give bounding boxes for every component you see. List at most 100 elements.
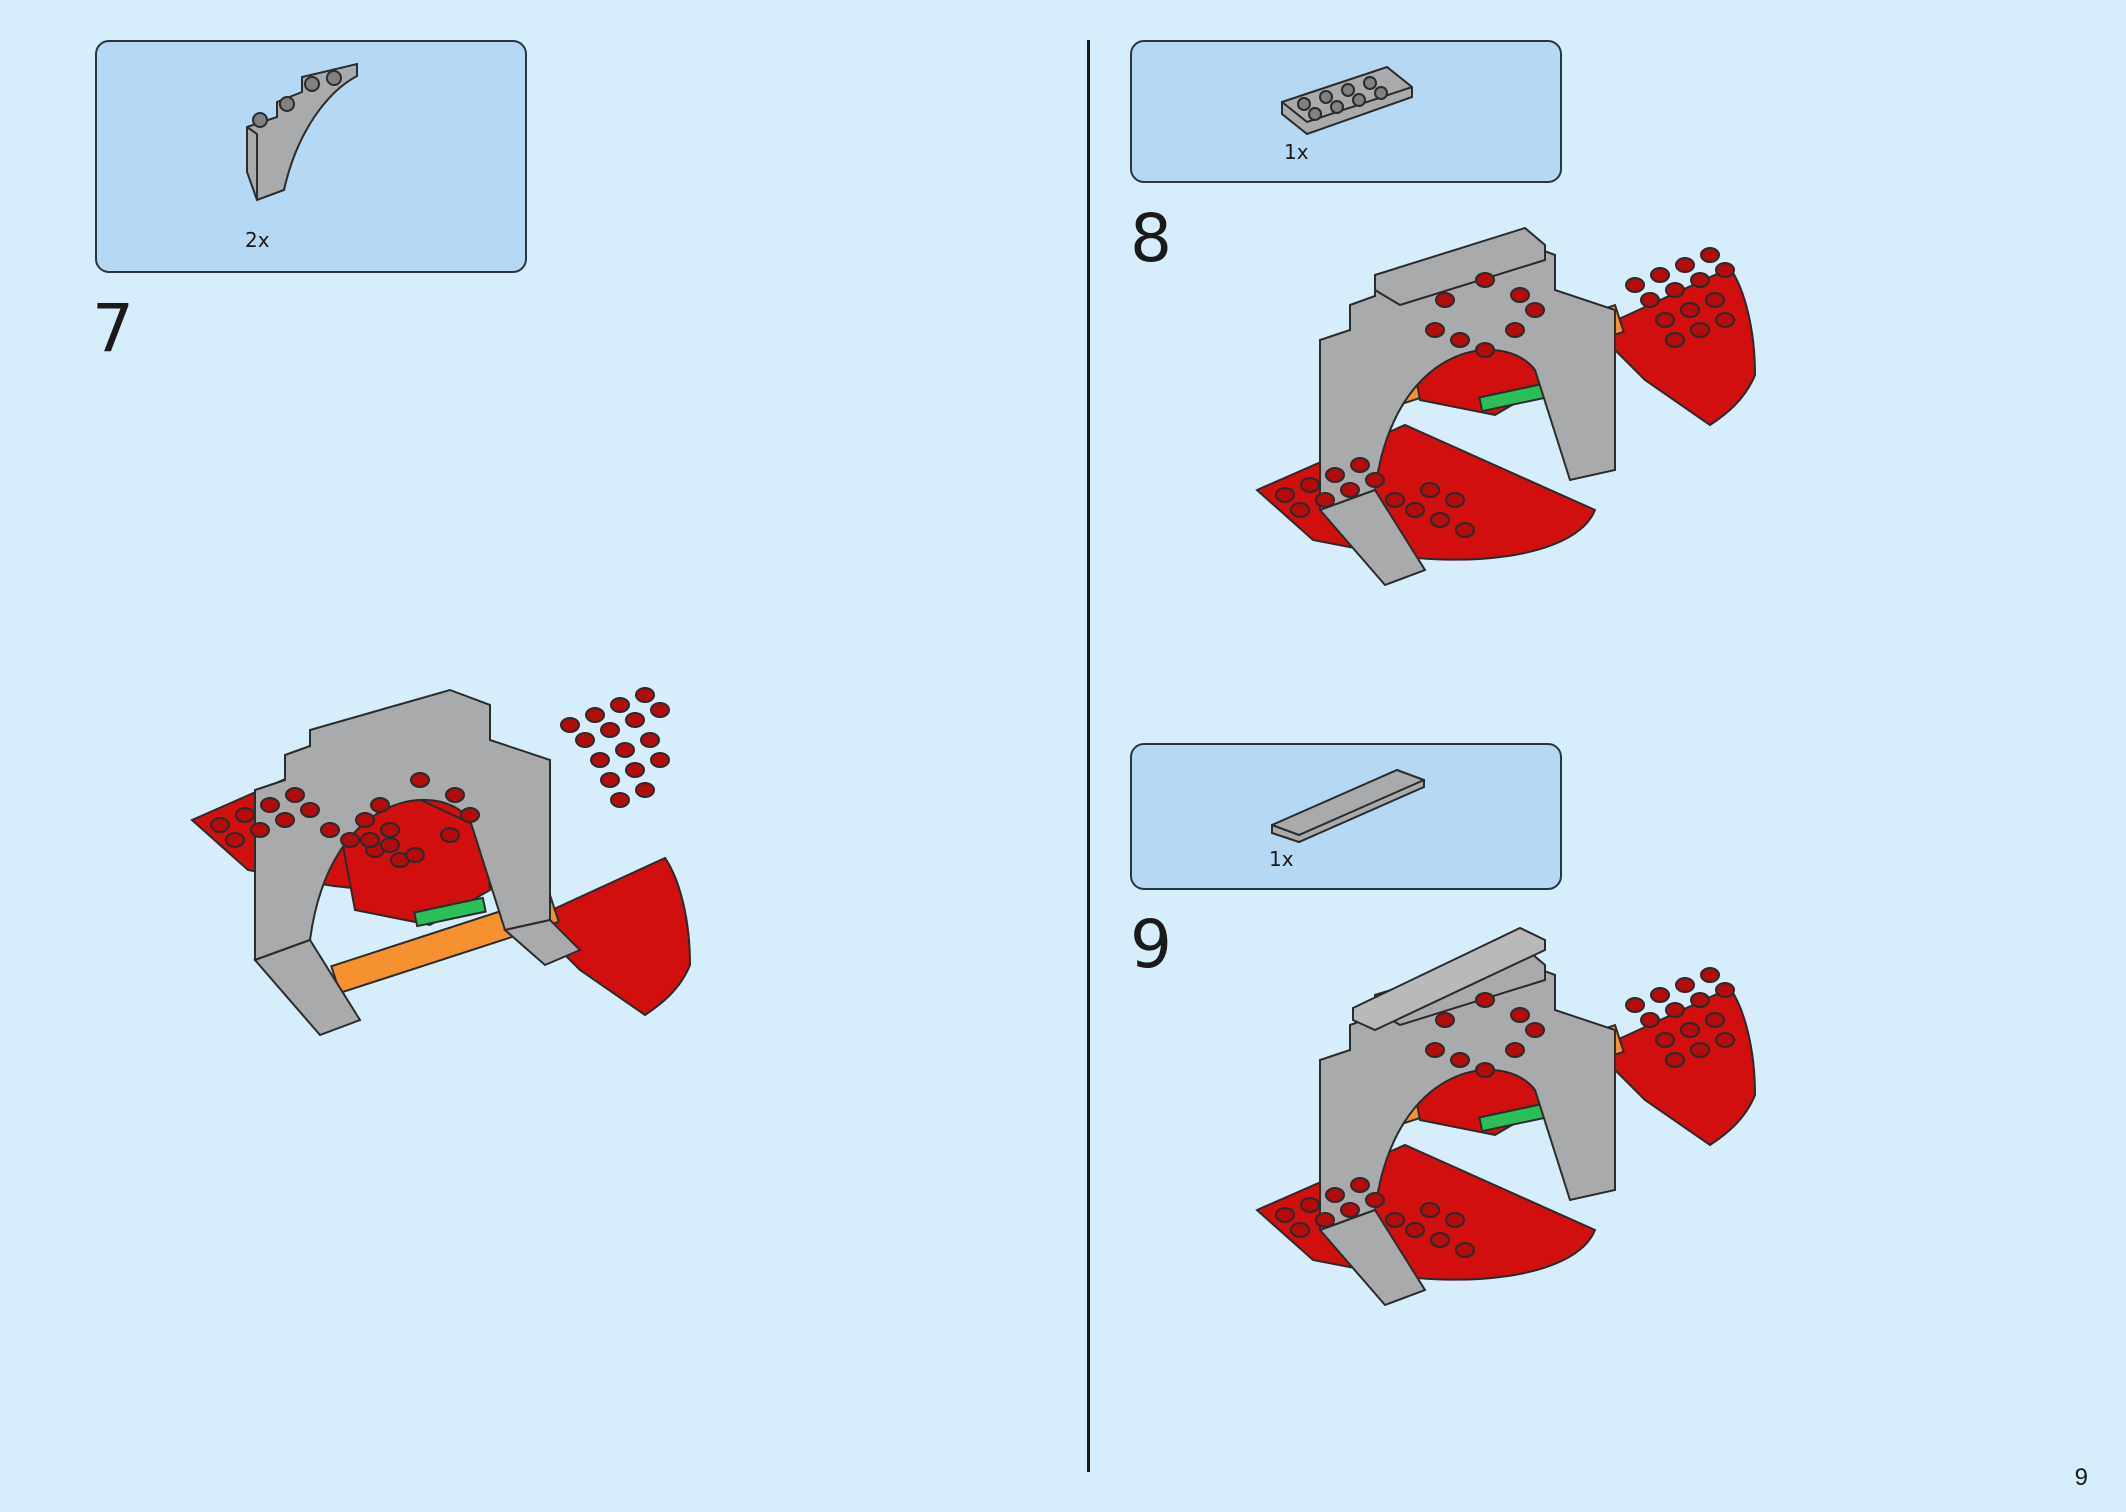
brick-stud	[1350, 1177, 1370, 1193]
brick-stud	[1625, 277, 1645, 293]
brick-stud	[1680, 1022, 1700, 1038]
brick-stud	[1475, 272, 1495, 288]
brick-stud	[1680, 302, 1700, 318]
brick-stud	[1510, 1007, 1530, 1023]
brick-stud	[300, 802, 320, 818]
brick-stud	[1450, 332, 1470, 348]
brick-stud	[1700, 247, 1720, 263]
brick-stud	[355, 812, 375, 828]
brick-stud	[340, 832, 360, 848]
brick-stud	[1715, 262, 1735, 278]
brick-stud	[1315, 1212, 1335, 1228]
brick-stud	[650, 702, 670, 718]
step-number-8: 8	[1130, 200, 1172, 277]
brick-stud	[1655, 1032, 1675, 1048]
step-9-parts-callout: 1x	[1130, 743, 1562, 890]
brick-stud	[380, 837, 400, 853]
brick-stud	[1385, 1212, 1405, 1228]
brick-stud	[1510, 287, 1530, 303]
brick-stud	[1640, 292, 1660, 308]
brick-stud	[1505, 1042, 1525, 1058]
brick-stud	[1690, 992, 1710, 1008]
brick-stud	[405, 847, 425, 863]
brick-stud	[275, 812, 295, 828]
brick-stud	[1675, 977, 1695, 993]
brick-stud	[1385, 492, 1405, 508]
brick-stud	[1690, 322, 1710, 338]
step-number-7: 7	[92, 290, 134, 367]
brick-stud	[1425, 322, 1445, 338]
brick-stud	[1340, 482, 1360, 498]
page-divider	[1087, 40, 1090, 1472]
part-quantity: 1x	[1284, 140, 1309, 164]
brick-stud	[1475, 342, 1495, 358]
brick-stud	[1350, 457, 1370, 473]
brick-stud	[1435, 292, 1455, 308]
part-quantity: 1x	[1269, 847, 1294, 871]
brick-stud	[610, 697, 630, 713]
brick-stud	[380, 822, 400, 838]
brick-stud	[1715, 982, 1735, 998]
brick-stud	[1365, 1192, 1385, 1208]
step-number-9: 9	[1130, 906, 1172, 983]
brick-stud	[1665, 282, 1685, 298]
brick-stud	[445, 787, 465, 803]
brick-stud	[1425, 1042, 1445, 1058]
brick-stud	[1365, 472, 1385, 488]
brick-stud	[1475, 992, 1495, 1008]
brick-stud	[1525, 1022, 1545, 1038]
brick-stud	[285, 787, 305, 803]
brick-stud	[1665, 1052, 1685, 1068]
brick-stud	[1450, 1052, 1470, 1068]
brick-stud	[1315, 492, 1335, 508]
grey-arch-brick-part	[246, 62, 358, 202]
brick-stud	[1525, 302, 1545, 318]
brick-stud	[1665, 1002, 1685, 1018]
brick-stud	[1650, 987, 1670, 1003]
brick-stud	[320, 822, 340, 838]
brick-stud	[1650, 267, 1670, 283]
brick-stud	[1445, 492, 1465, 508]
brick-stud	[560, 717, 580, 733]
step-8-parts-callout: 1x	[1130, 40, 1562, 183]
brick-stud	[235, 807, 255, 823]
brick-stud	[1715, 1032, 1735, 1048]
brick-stud	[1405, 1222, 1425, 1238]
brick-stud	[600, 722, 620, 738]
brick-stud	[1340, 1202, 1360, 1218]
brick-stud	[1325, 467, 1345, 483]
brick-stud	[1655, 312, 1675, 328]
brick-stud	[1640, 1012, 1660, 1028]
grey-tile-1x6-part	[1271, 768, 1425, 844]
brick-stud	[210, 817, 230, 833]
brick-stud	[1275, 487, 1295, 503]
brick-stud	[600, 772, 620, 788]
brick-stud	[1325, 1187, 1345, 1203]
brick-stud	[625, 762, 645, 778]
brick-stud	[460, 807, 480, 823]
brick-stud	[1275, 1207, 1295, 1223]
brick-stud	[625, 712, 645, 728]
brick-stud	[1405, 502, 1425, 518]
brick-stud	[615, 742, 635, 758]
step-9-model	[1255, 926, 1757, 1307]
brick-stud	[1290, 1222, 1310, 1238]
brick-stud	[1700, 967, 1720, 983]
brick-stud	[1435, 1012, 1455, 1028]
brick-stud	[370, 797, 390, 813]
brick-stud	[1455, 522, 1475, 538]
brick-stud	[1420, 1202, 1440, 1218]
brick-stud	[1300, 1197, 1320, 1213]
brick-stud	[250, 822, 270, 838]
brick-stud	[260, 797, 280, 813]
step-8-model	[1255, 226, 1757, 587]
brick-stud	[410, 772, 430, 788]
brick-stud	[1455, 1242, 1475, 1258]
brick-stud	[1430, 512, 1450, 528]
brick-stud	[1420, 482, 1440, 498]
brick-stud	[1705, 292, 1725, 308]
brick-stud	[640, 732, 660, 748]
brick-stud	[590, 752, 610, 768]
step-7-model	[190, 687, 692, 1037]
brick-stud	[1625, 997, 1645, 1013]
